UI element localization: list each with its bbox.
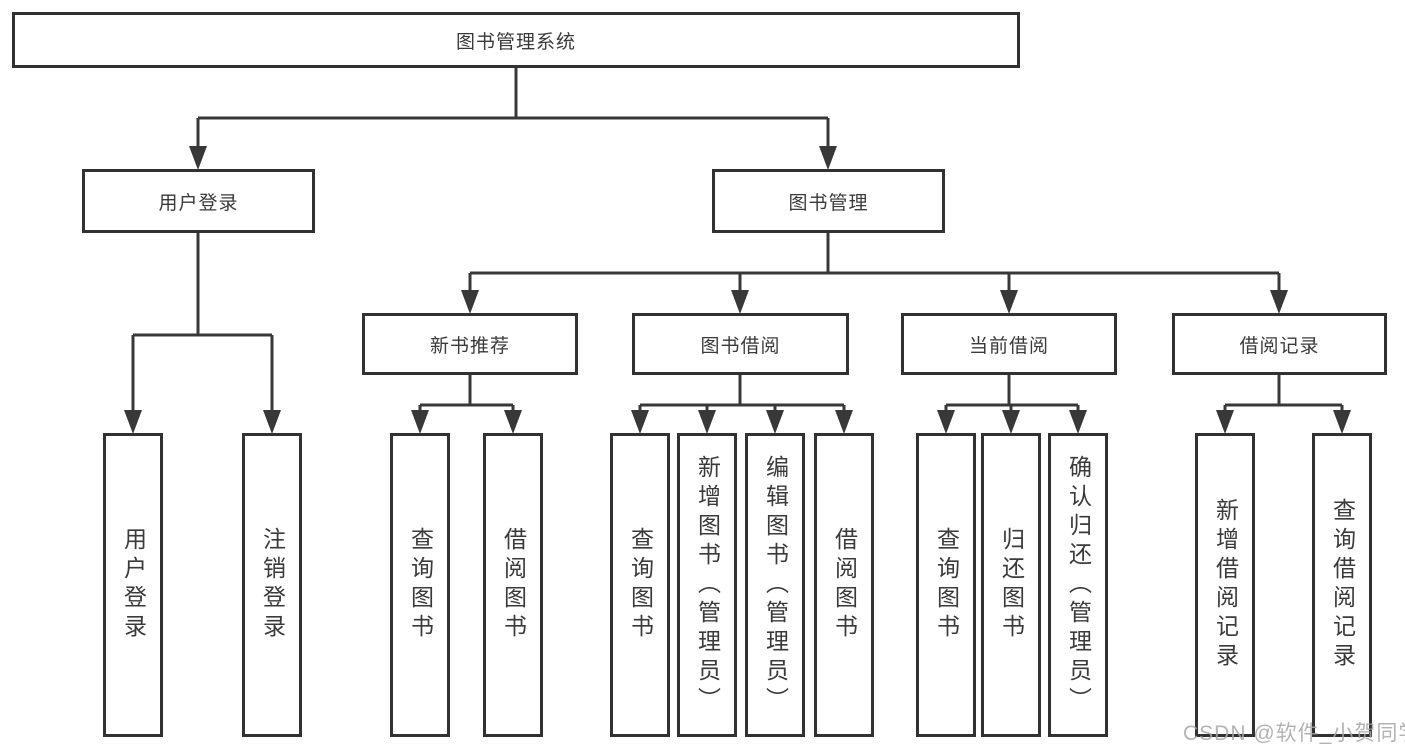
- node-cb-query-book: 查询图书: [916, 433, 976, 737]
- node-rec-borrow-book: 借阅图书: [483, 433, 543, 737]
- connector-root: [196, 68, 830, 150]
- node-bb-query-book-label: 查询图书: [627, 527, 654, 643]
- node-new-book-rec: 新书推荐: [362, 313, 578, 375]
- node-book-borrow-label: 图书借阅: [700, 335, 781, 357]
- node-borrow-record-label: 借阅记录: [1239, 335, 1320, 357]
- node-bb-edit-book: 编辑图书（管理员）: [745, 433, 805, 737]
- node-root-label: 图书管理系统: [455, 31, 576, 53]
- node-book-mgmt-label: 图书管理: [788, 192, 869, 214]
- node-cb-confirm-return-label: 确认归还（管理员）: [1065, 454, 1092, 716]
- node-bb-borrow-book-label: 借阅图书: [831, 527, 858, 643]
- node-br-query-record-label: 查询借阅记录: [1329, 498, 1356, 672]
- node-login-action-label: 用户登录: [120, 527, 147, 643]
- connector-book-mgmt: [468, 233, 1281, 293]
- node-book-borrow: 图书借阅: [632, 313, 849, 375]
- node-user-login: 用户登录: [82, 169, 315, 233]
- node-new-book-rec-label: 新书推荐: [429, 335, 510, 357]
- node-rec-query-book: 查询图书: [390, 433, 450, 737]
- connector-book-borrow: [638, 375, 846, 413]
- node-rec-borrow-book-label: 借阅图书: [500, 527, 527, 643]
- node-cb-return-book-label: 归还图书: [998, 527, 1025, 643]
- node-user-login-label: 用户登录: [158, 192, 239, 214]
- connector-borrow-record: [1223, 375, 1344, 413]
- node-br-query-record: 查询借阅记录: [1312, 433, 1372, 737]
- node-login-action: 用户登录: [103, 433, 163, 737]
- node-br-add-record: 新增借阅记录: [1195, 433, 1255, 737]
- node-br-add-record-label: 新增借阅记录: [1212, 498, 1239, 672]
- node-current-borrow: 当前借阅: [901, 313, 1117, 375]
- node-book-mgmt: 图书管理: [712, 169, 945, 233]
- node-bb-borrow-book: 借阅图书: [814, 433, 874, 737]
- node-bb-add-book: 新增图书（管理员）: [677, 433, 737, 737]
- connector-current-borrow: [944, 375, 1080, 413]
- node-cb-confirm-return: 确认归还（管理员）: [1048, 433, 1108, 737]
- csdn-watermark: CSDN @软件_小贺同学: [1183, 722, 1405, 745]
- node-bb-edit-book-label: 编辑图书（管理员）: [762, 454, 789, 716]
- node-rec-query-book-label: 查询图书: [407, 527, 434, 643]
- node-logout-action-label: 注销登录: [259, 527, 286, 643]
- node-cb-return-book: 归还图书: [981, 433, 1041, 737]
- node-bb-add-book-label: 新增图书（管理员）: [694, 454, 721, 716]
- connector-new-book-rec: [418, 375, 515, 413]
- node-root: 图书管理系统: [12, 12, 1020, 68]
- node-current-borrow-label: 当前借阅: [968, 335, 1049, 357]
- node-bb-query-book: 查询图书: [610, 433, 670, 737]
- node-borrow-record: 借阅记录: [1172, 313, 1387, 375]
- node-logout-action: 注销登录: [242, 433, 302, 737]
- node-cb-query-book-label: 查询图书: [933, 527, 960, 643]
- arrowheads: [124, 146, 1351, 434]
- connector-user-login: [131, 233, 274, 413]
